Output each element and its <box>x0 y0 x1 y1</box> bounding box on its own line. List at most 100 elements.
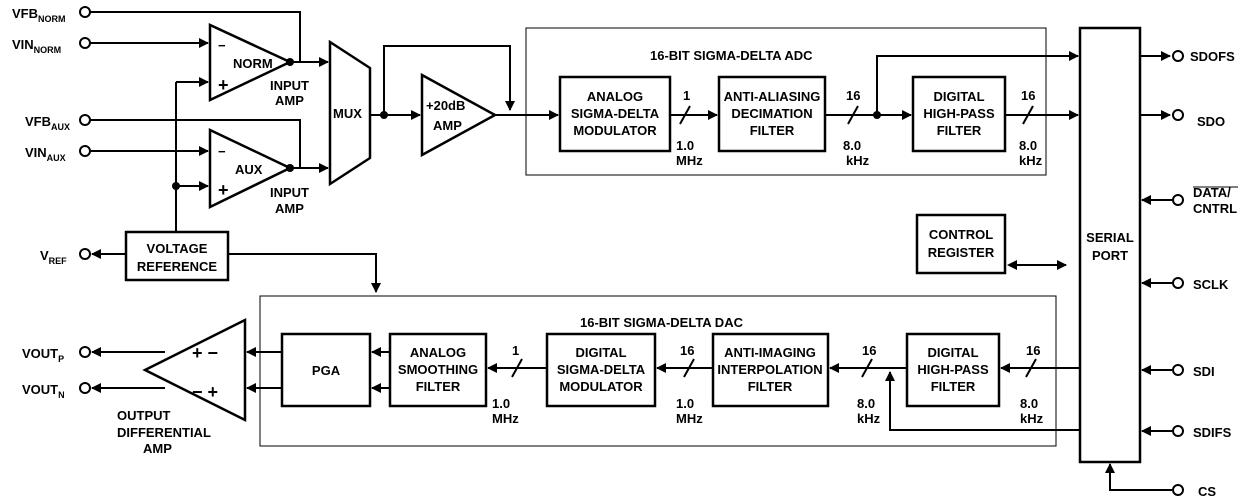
pin-sclk: SCLK <box>1141 277 1229 292</box>
svg-text:+: + <box>218 75 229 95</box>
aux-amp-label-2: AMP <box>275 201 304 216</box>
svg-text:+ −: + − <box>192 343 218 363</box>
dac-pga: PGA <box>280 332 372 408</box>
adc-bus-2: 16 <box>846 88 860 103</box>
pin-data-cntrl: DATA/ CNTRL <box>1141 185 1238 216</box>
dac-rate-2b: MHz <box>676 411 703 426</box>
dac-smoothing-filter: ANALOG SMOOTHING FILTER <box>388 332 488 408</box>
voltage-reference: VOLTAGE REFERENCE <box>124 230 381 293</box>
svg-text:FILTER: FILTER <box>416 379 461 394</box>
out-amp-label-2: DIFFERENTIAL <box>117 425 211 440</box>
svg-text:DIGITAL: DIGITAL <box>933 89 984 104</box>
svg-text:DIGITAL: DIGITAL <box>927 345 978 360</box>
dac-bus-2: 16 <box>680 343 694 358</box>
svg-text:SIGMA-DELTA: SIGMA-DELTA <box>557 362 646 377</box>
adc-rate-2b: kHz <box>846 153 870 168</box>
dac-rate-2a: 1.0 <box>676 396 694 411</box>
svg-text:CONTROL: CONTROL <box>929 227 993 242</box>
svg-text:VOLTAGE: VOLTAGE <box>147 241 208 256</box>
svg-text:DECIMATION: DECIMATION <box>731 106 812 121</box>
svg-text:VOUTP: VOUTP <box>22 346 64 364</box>
adc-modulator: ANALOG SIGMA-DELTA MODULATOR <box>558 75 672 153</box>
svg-text:CNTRL: CNTRL <box>1193 201 1237 216</box>
pin-sdofs: SDOFS <box>1140 49 1235 64</box>
dac-highpass-filter: DIGITAL HIGH-PASS FILTER <box>905 332 1001 408</box>
input-wiring <box>90 11 329 259</box>
svg-text:−: − <box>218 144 226 159</box>
svg-text:ANTI-IMAGING: ANTI-IMAGING <box>724 345 816 360</box>
control-register: CONTROL REGISTER <box>915 213 1067 275</box>
svg-text:SDOFS: SDOFS <box>1190 49 1235 64</box>
out-amp-label-3: AMP <box>143 441 172 456</box>
svg-text:PGA: PGA <box>312 363 341 378</box>
dac-bus-1: 1 <box>512 343 519 358</box>
svg-text:HIGH-PASS: HIGH-PASS <box>923 106 995 121</box>
svg-text:SCLK: SCLK <box>1193 277 1229 292</box>
svg-text:ANTI-ALIASING: ANTI-ALIASING <box>724 89 821 104</box>
svg-text:REGISTER: REGISTER <box>928 245 995 260</box>
norm-amp-label-1: INPUT <box>270 78 309 93</box>
dac-rate-1a: 1.0 <box>492 396 510 411</box>
svg-text:FILTER: FILTER <box>937 123 982 138</box>
svg-text:SDIFS: SDIFS <box>1193 425 1232 440</box>
dac-rate-4b: kHz <box>1020 411 1044 426</box>
serial-port: SERIAL PORT <box>1078 26 1142 464</box>
adc-bus-3: 16 <box>1021 88 1035 103</box>
svg-text:FILTER: FILTER <box>931 379 976 394</box>
output-differential-amp: + − − + <box>91 317 247 423</box>
adc-decimation-filter: ANTI-ALIASING DECIMATION FILTER <box>717 75 827 153</box>
svg-text:DATA/: DATA/ <box>1193 185 1231 200</box>
adc-rate-3a: 8.0 <box>1019 138 1037 153</box>
svg-text:HIGH-PASS: HIGH-PASS <box>917 362 989 377</box>
svg-text:SDI: SDI <box>1193 364 1215 379</box>
svg-text:MODULATOR: MODULATOR <box>559 379 643 394</box>
svg-text:AMP: AMP <box>433 118 462 133</box>
dac-title: 16-BIT SIGMA-DELTA DAC <box>580 315 744 330</box>
norm-amp-label-2: AMP <box>275 93 304 108</box>
svg-text:VINNORM: VINNORM <box>12 37 61 55</box>
svg-text:ANALOG: ANALOG <box>587 89 643 104</box>
svg-text:MUX: MUX <box>333 106 362 121</box>
adc-highpass-filter: DIGITAL HIGH-PASS FILTER <box>911 75 1007 153</box>
dac-rate-3a: 8.0 <box>857 396 875 411</box>
pin-vin-norm: VINNORM <box>12 37 91 55</box>
svg-text:VFBNORM: VFBNORM <box>12 6 66 24</box>
mux: MUX <box>328 39 372 187</box>
adc-title: 16-BIT SIGMA-DELTA ADC <box>650 48 813 63</box>
norm-input-amp: − + NORM <box>208 23 293 102</box>
pin-vfb-aux: VFBAUX <box>25 114 91 132</box>
svg-text:NORM: NORM <box>233 56 273 71</box>
svg-text:+20dB: +20dB <box>426 98 465 113</box>
svg-text:MODULATOR: MODULATOR <box>573 123 657 138</box>
svg-text:SDO: SDO <box>1197 114 1225 129</box>
svg-text:FILTER: FILTER <box>748 379 793 394</box>
adc-rate-3b: kHz <box>1019 153 1043 168</box>
adc-rate-1b: MHz <box>676 153 703 168</box>
adc-bus-1: 1 <box>683 88 690 103</box>
pin-sdifs: SDIFS <box>1141 425 1232 440</box>
pin-vfb-norm: VFBNORM <box>12 6 91 24</box>
svg-text:REFERENCE: REFERENCE <box>137 259 218 274</box>
dac-rate-4a: 8.0 <box>1020 396 1038 411</box>
svg-text:ANALOG: ANALOG <box>410 345 466 360</box>
svg-text:VINAUX: VINAUX <box>25 145 66 163</box>
dac-interpolation-filter: ANTI-IMAGING INTERPOLATION FILTER <box>711 332 830 408</box>
svg-text:PORT: PORT <box>1092 248 1128 263</box>
pin-vref: VREF <box>40 248 91 266</box>
dac-rate-3b: kHz <box>857 411 881 426</box>
svg-text:INTERPOLATION: INTERPOLATION <box>717 362 822 377</box>
svg-text:+: + <box>218 180 229 200</box>
dac-rate-1b: MHz <box>492 411 519 426</box>
aux-amp-label-1: INPUT <box>270 185 309 200</box>
svg-text:−: − <box>218 38 226 53</box>
svg-text:SMOOTHING: SMOOTHING <box>398 362 478 377</box>
svg-text:VFBAUX: VFBAUX <box>25 114 70 132</box>
adc-rate-1a: 1.0 <box>676 138 694 153</box>
dac-bus-4: 16 <box>1026 343 1040 358</box>
pin-cs: CS <box>1105 463 1216 499</box>
dac-bus-3: 16 <box>862 343 876 358</box>
adc-section <box>525 27 1047 176</box>
svg-text:AUX: AUX <box>235 162 263 177</box>
svg-text:DIGITAL: DIGITAL <box>575 345 626 360</box>
